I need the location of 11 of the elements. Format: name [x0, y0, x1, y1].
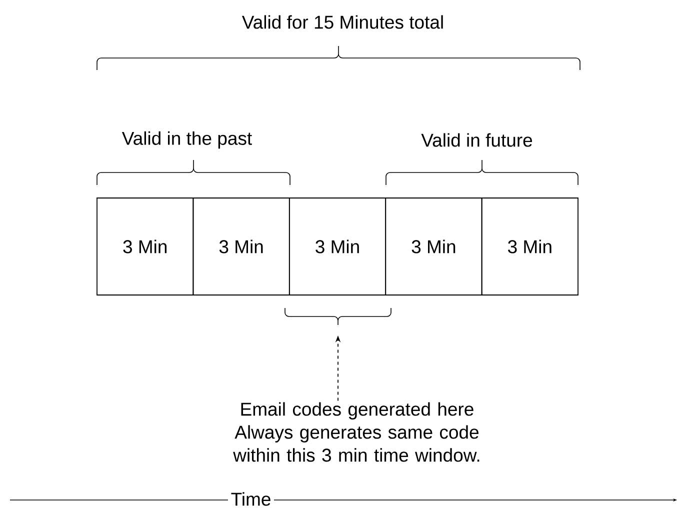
- brace: [284, 308, 392, 326]
- time-slot-box: 3 Min: [481, 198, 578, 296]
- label: Valid in future: [421, 133, 532, 147]
- label: Valid for 15 Minutes total: [242, 15, 443, 29]
- axis-label: Time: [231, 492, 270, 506]
- time-slot-box: 3 Min: [385, 198, 482, 296]
- note-text: Email codes generated here Always generates same code within this 3 min time window.: [233, 402, 480, 462]
- time-slot-box: 3 Min: [288, 198, 386, 296]
- label: Valid in the past: [122, 131, 252, 149]
- time-slot-box: 3 Min: [192, 198, 290, 296]
- time-slot-box: 3 Min: [96, 198, 194, 296]
